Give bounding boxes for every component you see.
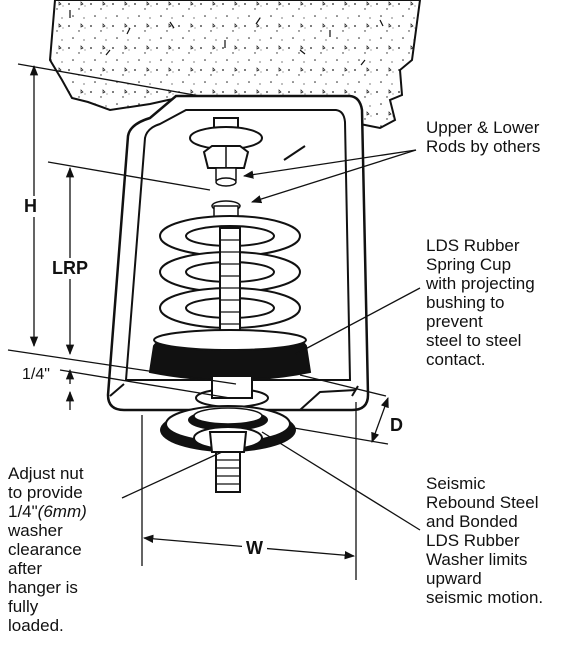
leader-lines [121, 149, 421, 531]
spring-cup-label-line: with projecting [426, 274, 535, 293]
seismic-washer-label: Seismic Rebound Steel and Bonded LDS Rub… [426, 474, 543, 607]
dimension-w: W [242, 538, 267, 559]
rods-label: Upper & Lower Rods by others [426, 118, 540, 156]
adjust-nut-label-line: Adjust nut [8, 464, 84, 483]
dimension-lrp: LRP [50, 258, 90, 279]
lower-nut [193, 426, 263, 493]
dimension-h: H [22, 196, 39, 217]
seismic-label-line: LDS Rubber [426, 531, 520, 550]
adjust-nut-label-line: clearance [8, 540, 82, 559]
adjust-nut-label-line: after [8, 559, 43, 578]
spring-cup-label-line: prevent [426, 312, 483, 331]
spring-cup-label-line: Spring Cup [426, 255, 512, 274]
adjust-nut-label-line: fully [8, 597, 39, 616]
spring-cup-label-line: contact. [426, 350, 486, 369]
adjust-nut-label-line: to provide [8, 483, 83, 502]
seismic-label-line: upward [426, 569, 482, 588]
spring-cup-label-line: steel to steel [426, 331, 522, 350]
clearance-metric: (6mm) [37, 502, 87, 521]
rubber-spring-cup [148, 329, 312, 381]
spring-cup-label-line: bushing to [426, 293, 505, 312]
upper-rod [189, 117, 263, 187]
spring-cup-label: LDS Rubber Spring Cup with projecting bu… [426, 236, 535, 369]
adjust-nut-label-line: 1/4"(6mm) [8, 502, 87, 521]
adjust-nut-label: Adjust nut to provide 1/4"(6mm) washer c… [8, 464, 87, 635]
seismic-label-line: Seismic [426, 474, 486, 493]
adjust-nut-label-line: hanger is [8, 578, 78, 597]
seismic-label-line: seismic motion. [426, 588, 544, 607]
dimension-quarter-inch: 1/4" [22, 366, 50, 383]
spring-coils [159, 215, 301, 349]
rods-label-line: Upper & Lower [426, 118, 540, 137]
adjust-nut-label-line: washer [8, 521, 63, 540]
adjust-nut-label-line: loaded. [8, 616, 64, 635]
seismic-label-line: and Bonded [426, 512, 518, 531]
dimension-d: D [390, 415, 403, 435]
rods-label-line: Rods by others [426, 137, 541, 156]
seismic-label-line: Washer limits [426, 550, 528, 569]
seismic-label-line: Rebound Steel [426, 493, 539, 512]
spring-cup-label-line: LDS Rubber [426, 236, 520, 255]
clearance-value: 1/4" [8, 502, 38, 521]
